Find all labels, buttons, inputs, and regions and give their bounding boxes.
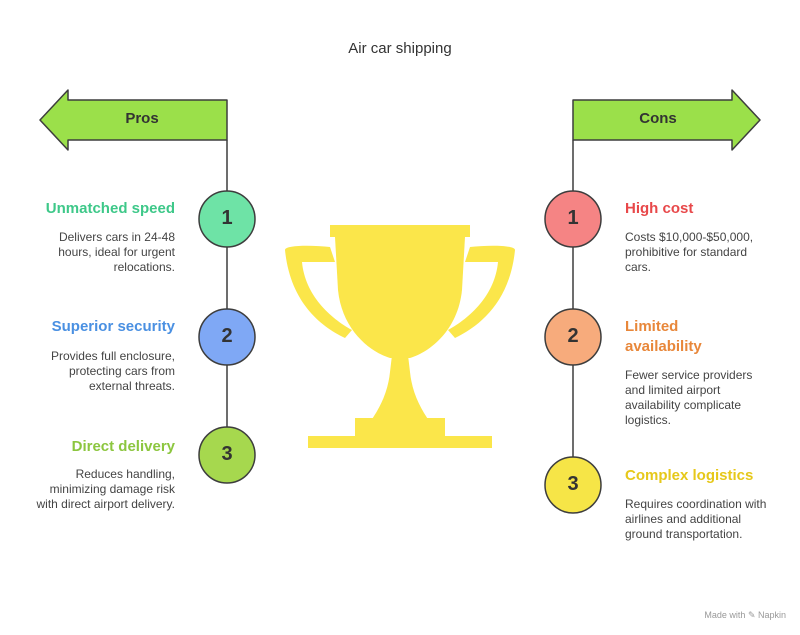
- cons-item-3-title: Complex logistics: [625, 467, 754, 484]
- cons-circle-1: [544, 190, 602, 248]
- pros-circle-3: [198, 426, 256, 484]
- pros-item-1-desc: Delivers cars in 24-48 hours, ideal for …: [58, 230, 175, 274]
- pros-number-3: 3: [221, 443, 233, 465]
- pros-circle-2: [198, 308, 256, 366]
- cons-number-2: 2: [567, 325, 579, 347]
- cons-item-2-title: Limited availability: [625, 318, 702, 355]
- trophy-icon: [285, 225, 515, 448]
- pros-item-3-title: Direct delivery: [71, 438, 175, 455]
- pros-item-2-title: Superior security: [51, 318, 175, 335]
- cons-number-3: 3: [567, 473, 579, 495]
- cons-number-1: 1: [567, 207, 579, 229]
- cons-item-3-desc: Requires coordination with airlines and …: [625, 497, 767, 541]
- cons-item-1-desc: Costs $10,000-$50,000, prohibitive for s…: [625, 230, 754, 274]
- cons-label: Cons: [639, 110, 677, 127]
- pros-number-1: 1: [221, 207, 233, 229]
- cons-item-2-desc: Fewer service providers and limited airp…: [625, 368, 753, 427]
- pros-arrow: [39, 89, 228, 151]
- pros-number-2: 2: [221, 325, 233, 347]
- pros-circle-1: [198, 190, 256, 248]
- diagram-title: Air car shipping: [348, 40, 452, 57]
- napkin-watermark: Made with ✎ Napkin: [704, 610, 786, 620]
- cons-circle-2: [544, 308, 602, 366]
- pros-item-2-desc: Provides full enclosure, protecting cars…: [50, 349, 175, 393]
- cons-circle-3: [544, 456, 602, 514]
- pros-item-1-title: Unmatched speed: [45, 200, 175, 217]
- pros-label: Pros: [125, 110, 159, 127]
- pros-item-3-desc: Reduces handling, minimizing damage risk…: [36, 467, 176, 511]
- cons-item-1-title: High cost: [625, 200, 694, 217]
- cons-arrow: [572, 89, 761, 151]
